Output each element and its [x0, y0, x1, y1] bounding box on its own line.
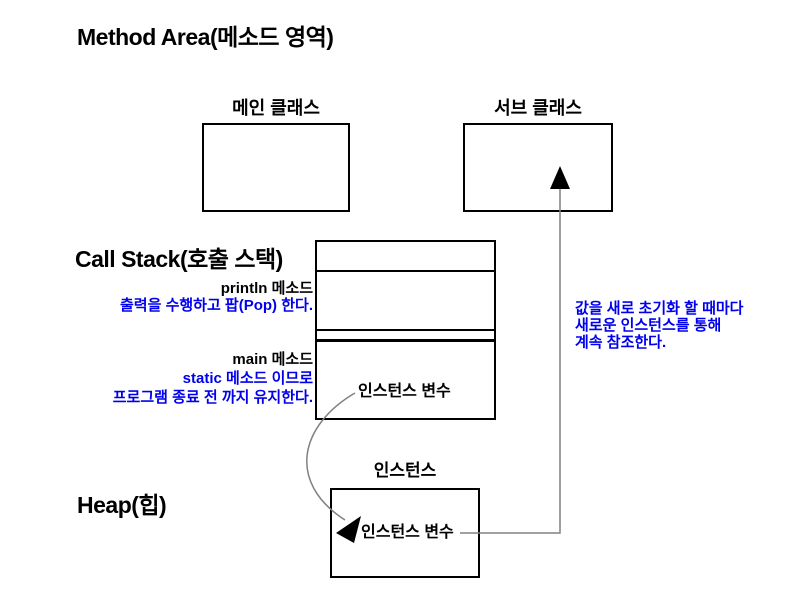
- heap-title: Heap(힙): [77, 492, 167, 518]
- stack-instance-variable-label: 인스턴스 변수: [358, 383, 451, 400]
- stack-divider-thick: [317, 339, 494, 342]
- instance-label: 인스턴스: [373, 461, 437, 480]
- heap-instance-variable-label: 인스턴스 변수: [361, 524, 454, 541]
- main-class-label: 메인 클래스: [232, 98, 320, 118]
- println-note: 출력을 수행하고 팝(Pop) 한다.: [120, 297, 313, 314]
- println-method-label: println 메소드: [220, 280, 313, 297]
- main-class-box: [202, 123, 350, 212]
- main-method-label: main 메소드: [232, 351, 313, 368]
- stack-divider: [317, 329, 494, 331]
- call-stack-title: Call Stack(호출 스택): [75, 246, 283, 272]
- stack-divider: [317, 270, 494, 272]
- reference-note-line2: 새로운 인스턴스를 통해: [575, 317, 722, 334]
- reference-note-line1: 값을 새로 초기화 할 때마다: [575, 300, 744, 317]
- method-area-title: Method Area(메소드 영역): [77, 24, 334, 50]
- reference-note: 값을 새로 초기화 할 때마다 새로운 인스턴스를 통해 계속 참조한다.: [575, 300, 743, 351]
- main-note-line2: 프로그램 종료 전 까지 유지한다.: [112, 389, 313, 406]
- reference-note-line3: 계속 참조한다.: [575, 334, 667, 351]
- main-note-line1: static 메소드 이므로: [182, 370, 313, 387]
- sub-class-label: 서브 클래스: [494, 98, 582, 118]
- sub-class-box: [463, 123, 613, 212]
